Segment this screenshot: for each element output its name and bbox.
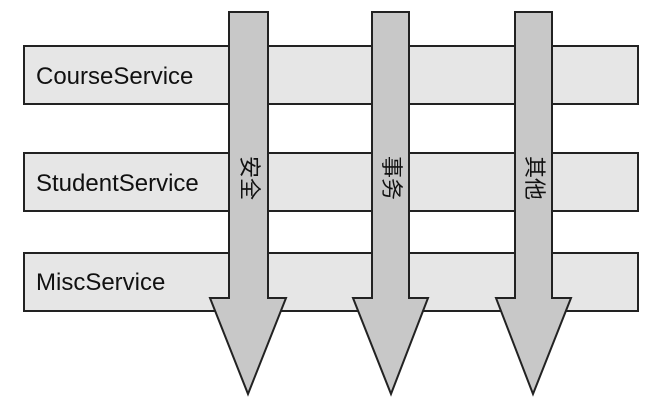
concern-arrow-transaction: 事务 xyxy=(351,11,430,397)
concern-label-transaction: 事务 xyxy=(378,156,403,200)
concern-label-security: 安全 xyxy=(236,156,261,200)
concern-arrow-security: 安全 xyxy=(208,11,288,397)
service-label: CourseService xyxy=(36,63,193,90)
concern-arrow-other: 其他 xyxy=(494,11,573,397)
concern-label-other: 其他 xyxy=(521,156,546,200)
service-label: MiscService xyxy=(36,269,165,296)
service-label: StudentService xyxy=(36,170,199,197)
